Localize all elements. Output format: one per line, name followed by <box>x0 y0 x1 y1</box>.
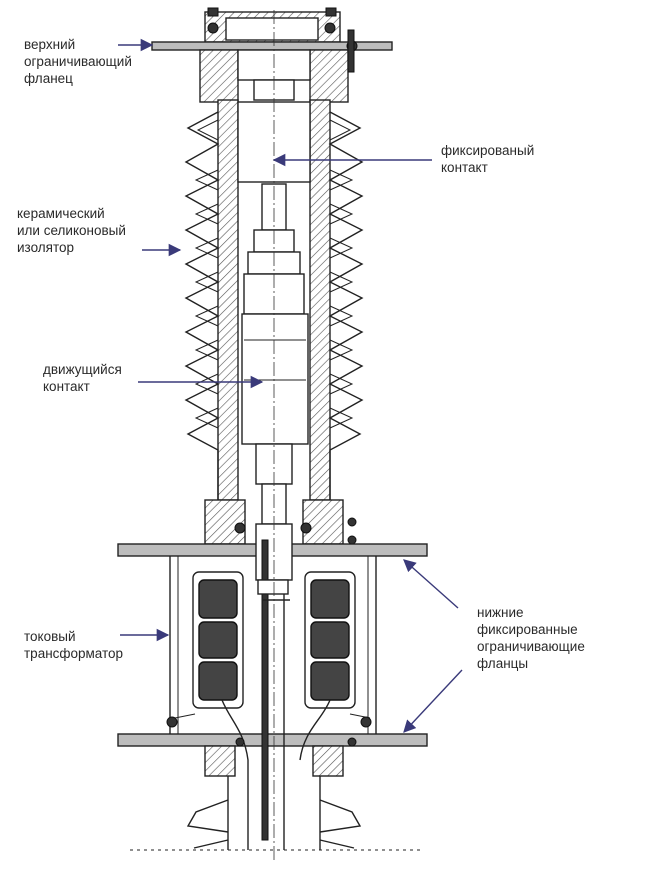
lower-flange-bottom <box>117 733 428 747</box>
mid-mounting <box>204 499 357 545</box>
label-fixed-contact: фиксированый контакт <box>441 143 535 175</box>
leader-lower-flange-top <box>403 559 459 609</box>
drive-rod <box>255 523 293 850</box>
label-upper-flange: верхний ограничивающий фланец <box>24 37 132 86</box>
label-moving-contact: движущийся контакт <box>43 362 122 394</box>
label-current-transformer: токовый трансформатор <box>24 629 124 661</box>
leader-lines <box>118 38 463 733</box>
insulator-body <box>184 99 364 501</box>
label-lower-flanges: нижние фиксированные ограничивающие флан… <box>477 605 585 671</box>
moving-contact-part <box>241 313 309 445</box>
upper-flange-assembly <box>151 7 393 103</box>
label-insulator: керамический или селиконовый изолятор <box>17 206 126 255</box>
lower-insulator <box>130 737 420 851</box>
leader-lower-flange-bottom <box>403 669 463 733</box>
ct-housing <box>166 556 377 850</box>
